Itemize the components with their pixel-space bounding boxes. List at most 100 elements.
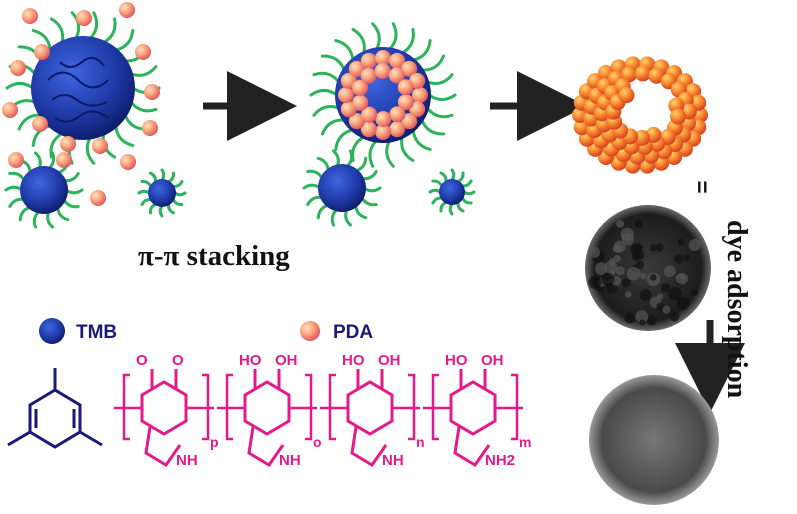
- substituent-right: OH: [378, 352, 401, 369]
- tem-grain: [676, 296, 690, 310]
- equivalence-mark: =: [689, 180, 715, 194]
- ligand-chain: [320, 54, 346, 72]
- ligand-chain: [64, 188, 84, 195]
- pda-particle: [76, 10, 92, 26]
- ring-nitrogen: NH: [279, 452, 301, 469]
- ligand-chain: [8, 171, 26, 182]
- ligand-chain: [160, 168, 166, 182]
- substituent-bonds: [150, 369, 178, 389]
- ligand-chain: [428, 188, 442, 194]
- pda-legend-label: PDA: [333, 322, 374, 343]
- ligand-chain: [4, 185, 24, 192]
- tem-grain: [639, 319, 646, 326]
- tem-grain: [635, 310, 649, 324]
- pda-particle: [374, 63, 391, 80]
- ligand-chain: [18, 205, 32, 222]
- ligand-chain: [312, 71, 341, 84]
- tem-grain: [621, 278, 631, 288]
- ligand-chain: [462, 190, 476, 196]
- pda-particle: [338, 87, 354, 103]
- ligand-chain: [427, 93, 457, 102]
- tem-grain: [626, 266, 641, 281]
- tem-image-before: [585, 205, 711, 331]
- ligand-chain: [388, 22, 398, 51]
- tem-image-after: [589, 375, 719, 505]
- pda-particle: [401, 60, 418, 77]
- ligand-chain: [334, 128, 355, 151]
- tem-grain: [616, 219, 625, 228]
- ligand-chain: [32, 209, 41, 229]
- tem-grain: [646, 315, 657, 326]
- pda-particle: [389, 106, 406, 123]
- side-ring: [453, 426, 491, 468]
- ligand-chain: [306, 169, 324, 180]
- pi-pi-stacking-label: π-π stacking: [138, 240, 290, 272]
- tmb-legend-icon: [39, 318, 65, 344]
- tem-grain: [630, 243, 642, 256]
- pda-particle: [90, 190, 106, 206]
- tmb-structure: [7, 368, 103, 449]
- free-pda-particles: [2, 2, 160, 206]
- ligand-chain: [140, 197, 153, 206]
- capsule-particle: [634, 65, 651, 82]
- substituent-right: OH: [481, 352, 504, 369]
- pda-particle: [412, 87, 428, 103]
- tem-grain: [649, 274, 657, 281]
- tem-grain: [691, 289, 698, 296]
- tem-grain: [655, 242, 664, 252]
- ring-nitrogen: NH2: [485, 452, 515, 469]
- ligand-chain: [70, 11, 81, 41]
- pda-particle: [60, 136, 76, 152]
- ligand-chain: [17, 113, 43, 131]
- ligand-chain: [439, 171, 448, 184]
- ligand-chain: [46, 209, 54, 229]
- tem-grain: [588, 246, 601, 258]
- ligand-chain: [431, 196, 444, 205]
- ligand-chain: [56, 205, 70, 222]
- tem-grain: [594, 262, 608, 275]
- benzene-ring: [140, 380, 188, 436]
- ligand-chain: [114, 124, 135, 147]
- ligand-chain: [400, 135, 415, 162]
- ligand-chain: [360, 196, 378, 207]
- ligand-chain: [450, 168, 456, 182]
- ligand-chain: [334, 39, 355, 62]
- ligand-shell-loaded: [309, 22, 457, 168]
- ligand-chain: [88, 11, 99, 41]
- ligand-chain: [129, 100, 158, 113]
- micelle-core-lines: [47, 56, 109, 123]
- repeat-subscript: n: [416, 434, 425, 450]
- capsule-particle: [648, 67, 665, 84]
- ligand-chain: [420, 118, 446, 136]
- ligand-chain: [439, 200, 448, 213]
- pda-particle: [352, 94, 369, 111]
- tem-grain: [624, 291, 632, 298]
- ligand-chain: [171, 198, 184, 207]
- pda-particle: [389, 52, 406, 69]
- ligand-chain: [129, 65, 158, 77]
- ligand-chain: [312, 105, 341, 117]
- ligand-chain: [306, 195, 324, 206]
- tem-grain: [640, 272, 647, 280]
- side-ring: [144, 426, 182, 468]
- ligand-chain: [385, 139, 395, 168]
- ligand-chain: [456, 171, 465, 184]
- pda-particle: [360, 52, 377, 69]
- ligand-chain: [31, 124, 52, 147]
- ligand-chain: [425, 106, 454, 119]
- pda-particle: [375, 50, 391, 66]
- ligand-chain: [316, 203, 330, 220]
- substituent-right: OH: [275, 352, 298, 369]
- dye-adsorption-label: dye adsorption: [721, 220, 752, 399]
- ligand-chain: [320, 118, 346, 136]
- ligand-chain: [302, 183, 322, 190]
- pda-particle: [22, 8, 38, 24]
- tem-grain: [588, 275, 602, 289]
- substituent-left: O: [136, 352, 148, 369]
- ligand-chain: [345, 149, 354, 169]
- ligand-chain: [5, 81, 35, 90]
- ligand-chain: [351, 135, 366, 162]
- tmb-micelle-small-b: [148, 179, 176, 207]
